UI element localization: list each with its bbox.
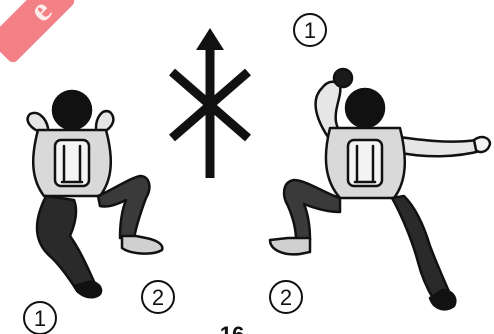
marker-1-top-right: 1 bbox=[294, 14, 326, 46]
marker-2-right: 2 bbox=[270, 281, 302, 313]
watermark: e bbox=[0, 0, 77, 65]
left-figure bbox=[28, 91, 163, 297]
page-number: 16 bbox=[220, 322, 244, 334]
marker-1-bottom-left: 1 bbox=[24, 302, 56, 334]
arrow-asterisk-icon bbox=[172, 28, 248, 178]
right-figure bbox=[270, 69, 490, 309]
marker-2-left: 2 bbox=[142, 281, 174, 313]
marker-label: 2 bbox=[280, 285, 292, 310]
marker-label: 1 bbox=[34, 306, 46, 331]
marker-label: 1 bbox=[304, 18, 316, 43]
marker-label: 2 bbox=[152, 285, 164, 310]
